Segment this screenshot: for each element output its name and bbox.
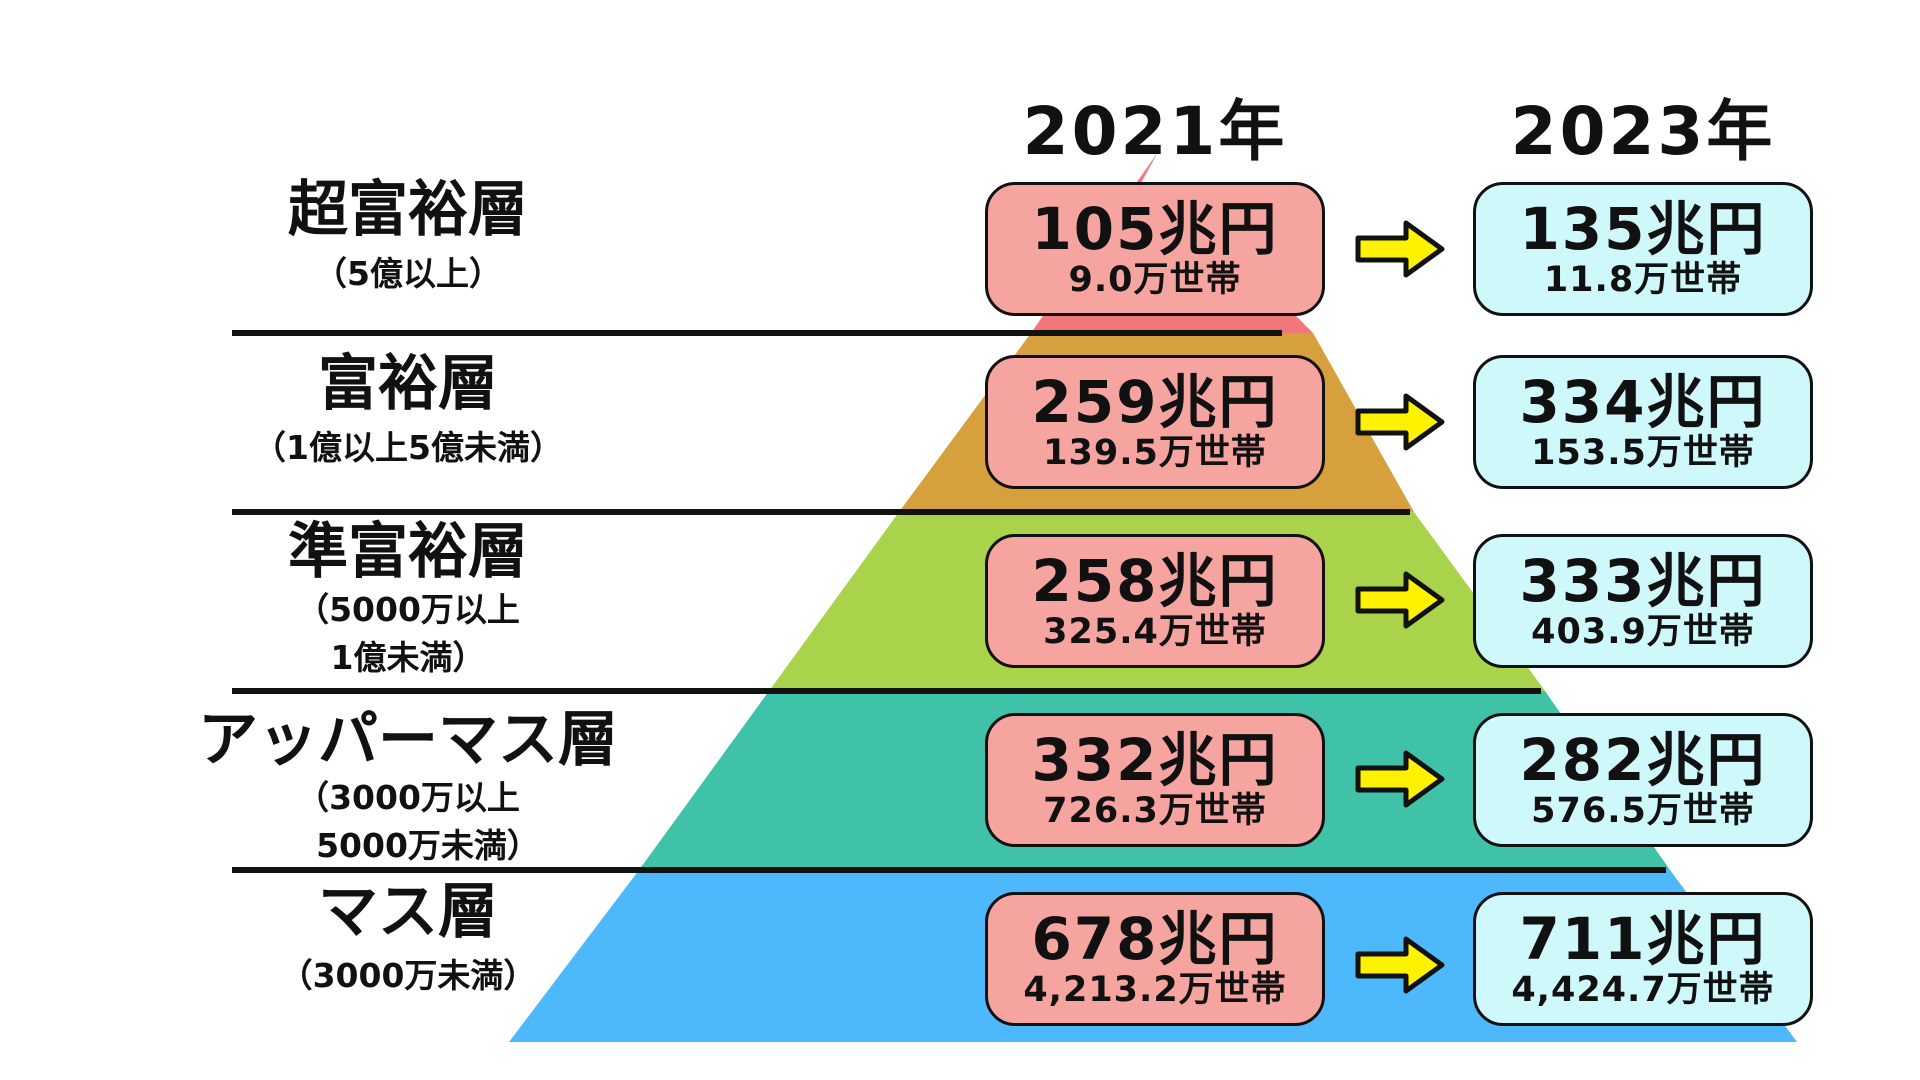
tier-range-line-2: 5000万未満） bbox=[316, 826, 540, 865]
value-box-2021-wealthy: 259兆円 139.5万世帯 bbox=[985, 355, 1325, 489]
tier-name: 準富裕層 bbox=[288, 517, 528, 587]
arrow-right-icon bbox=[1355, 571, 1445, 629]
tier-label-semi-wealthy: 準富裕層 （5000万以上 1億未満） bbox=[158, 518, 658, 680]
tier-range-line-1: （3000万以上 bbox=[296, 778, 520, 817]
arrow-right-icon bbox=[1355, 220, 1445, 278]
households: 4,424.7万世帯 bbox=[1511, 970, 1775, 1010]
value-box-2021-semi-wealthy: 258兆円 325.4万世帯 bbox=[985, 534, 1325, 668]
arrow-right-icon bbox=[1355, 750, 1445, 808]
amount: 282兆円 bbox=[1519, 726, 1767, 794]
tier-label-super-wealthy: 超富裕層 （5億以上） bbox=[158, 176, 658, 296]
households: 4,213.2万世帯 bbox=[1023, 970, 1287, 1010]
heading-2023: 2023年 bbox=[1510, 93, 1776, 170]
amount: 711兆円 bbox=[1519, 905, 1767, 973]
households: 153.5万世帯 bbox=[1531, 433, 1755, 473]
tier-name: 超富裕層 bbox=[288, 175, 528, 245]
tier-range: （3000万未満） bbox=[279, 956, 537, 995]
households: 11.8万世帯 bbox=[1543, 260, 1743, 300]
heading-2021: 2021年 bbox=[1022, 93, 1288, 170]
households: 726.3万世帯 bbox=[1043, 791, 1267, 831]
amount: 332兆円 bbox=[1031, 726, 1279, 794]
value-box-2023-mass: 711兆円 4,424.7万世帯 bbox=[1473, 892, 1813, 1026]
arrow-right-icon bbox=[1355, 936, 1445, 994]
amount: 135兆円 bbox=[1519, 195, 1767, 263]
value-box-2021-upper-mass: 332兆円 726.3万世帯 bbox=[985, 713, 1325, 847]
tier-range-line-2: 1億未満） bbox=[330, 638, 486, 677]
tier-name: マス層 bbox=[318, 877, 498, 947]
amount: 259兆円 bbox=[1031, 368, 1279, 436]
households: 403.9万世帯 bbox=[1531, 612, 1755, 652]
value-box-2023-semi-wealthy: 333兆円 403.9万世帯 bbox=[1473, 534, 1813, 668]
tier-label-wealthy: 富裕層 （1億以上5億未満） bbox=[158, 350, 658, 470]
tier-range: （5億以上） bbox=[314, 254, 502, 293]
households: 9.0万世帯 bbox=[1068, 260, 1242, 300]
amount: 678兆円 bbox=[1031, 905, 1279, 973]
value-box-2023-super-wealthy: 135兆円 11.8万世帯 bbox=[1473, 182, 1813, 316]
value-box-2023-wealthy: 334兆円 153.5万世帯 bbox=[1473, 355, 1813, 489]
amount: 105兆円 bbox=[1031, 195, 1279, 263]
value-box-2023-upper-mass: 282兆円 576.5万世帯 bbox=[1473, 713, 1813, 847]
value-box-2021-mass: 678兆円 4,213.2万世帯 bbox=[985, 892, 1325, 1026]
tier-label-upper-mass: アッパーマス層 （3000万以上 5000万未満） bbox=[158, 706, 658, 868]
amount: 333兆円 bbox=[1519, 547, 1767, 615]
value-box-2021-super-wealthy: 105兆円 9.0万世帯 bbox=[985, 182, 1325, 316]
tier-name: アッパーマス層 bbox=[198, 705, 618, 775]
amount: 258兆円 bbox=[1031, 547, 1279, 615]
tier-range: （1億以上5億未満） bbox=[253, 428, 563, 467]
households: 576.5万世帯 bbox=[1531, 791, 1755, 831]
households: 325.4万世帯 bbox=[1043, 612, 1267, 652]
arrow-right-icon bbox=[1355, 393, 1445, 451]
tier-name: 富裕層 bbox=[318, 349, 498, 419]
tier-range-line-1: （5000万以上 bbox=[296, 590, 520, 629]
amount: 334兆円 bbox=[1519, 368, 1767, 436]
households: 139.5万世帯 bbox=[1043, 433, 1267, 473]
tier-label-mass: マス層 （3000万未満） bbox=[158, 878, 658, 998]
